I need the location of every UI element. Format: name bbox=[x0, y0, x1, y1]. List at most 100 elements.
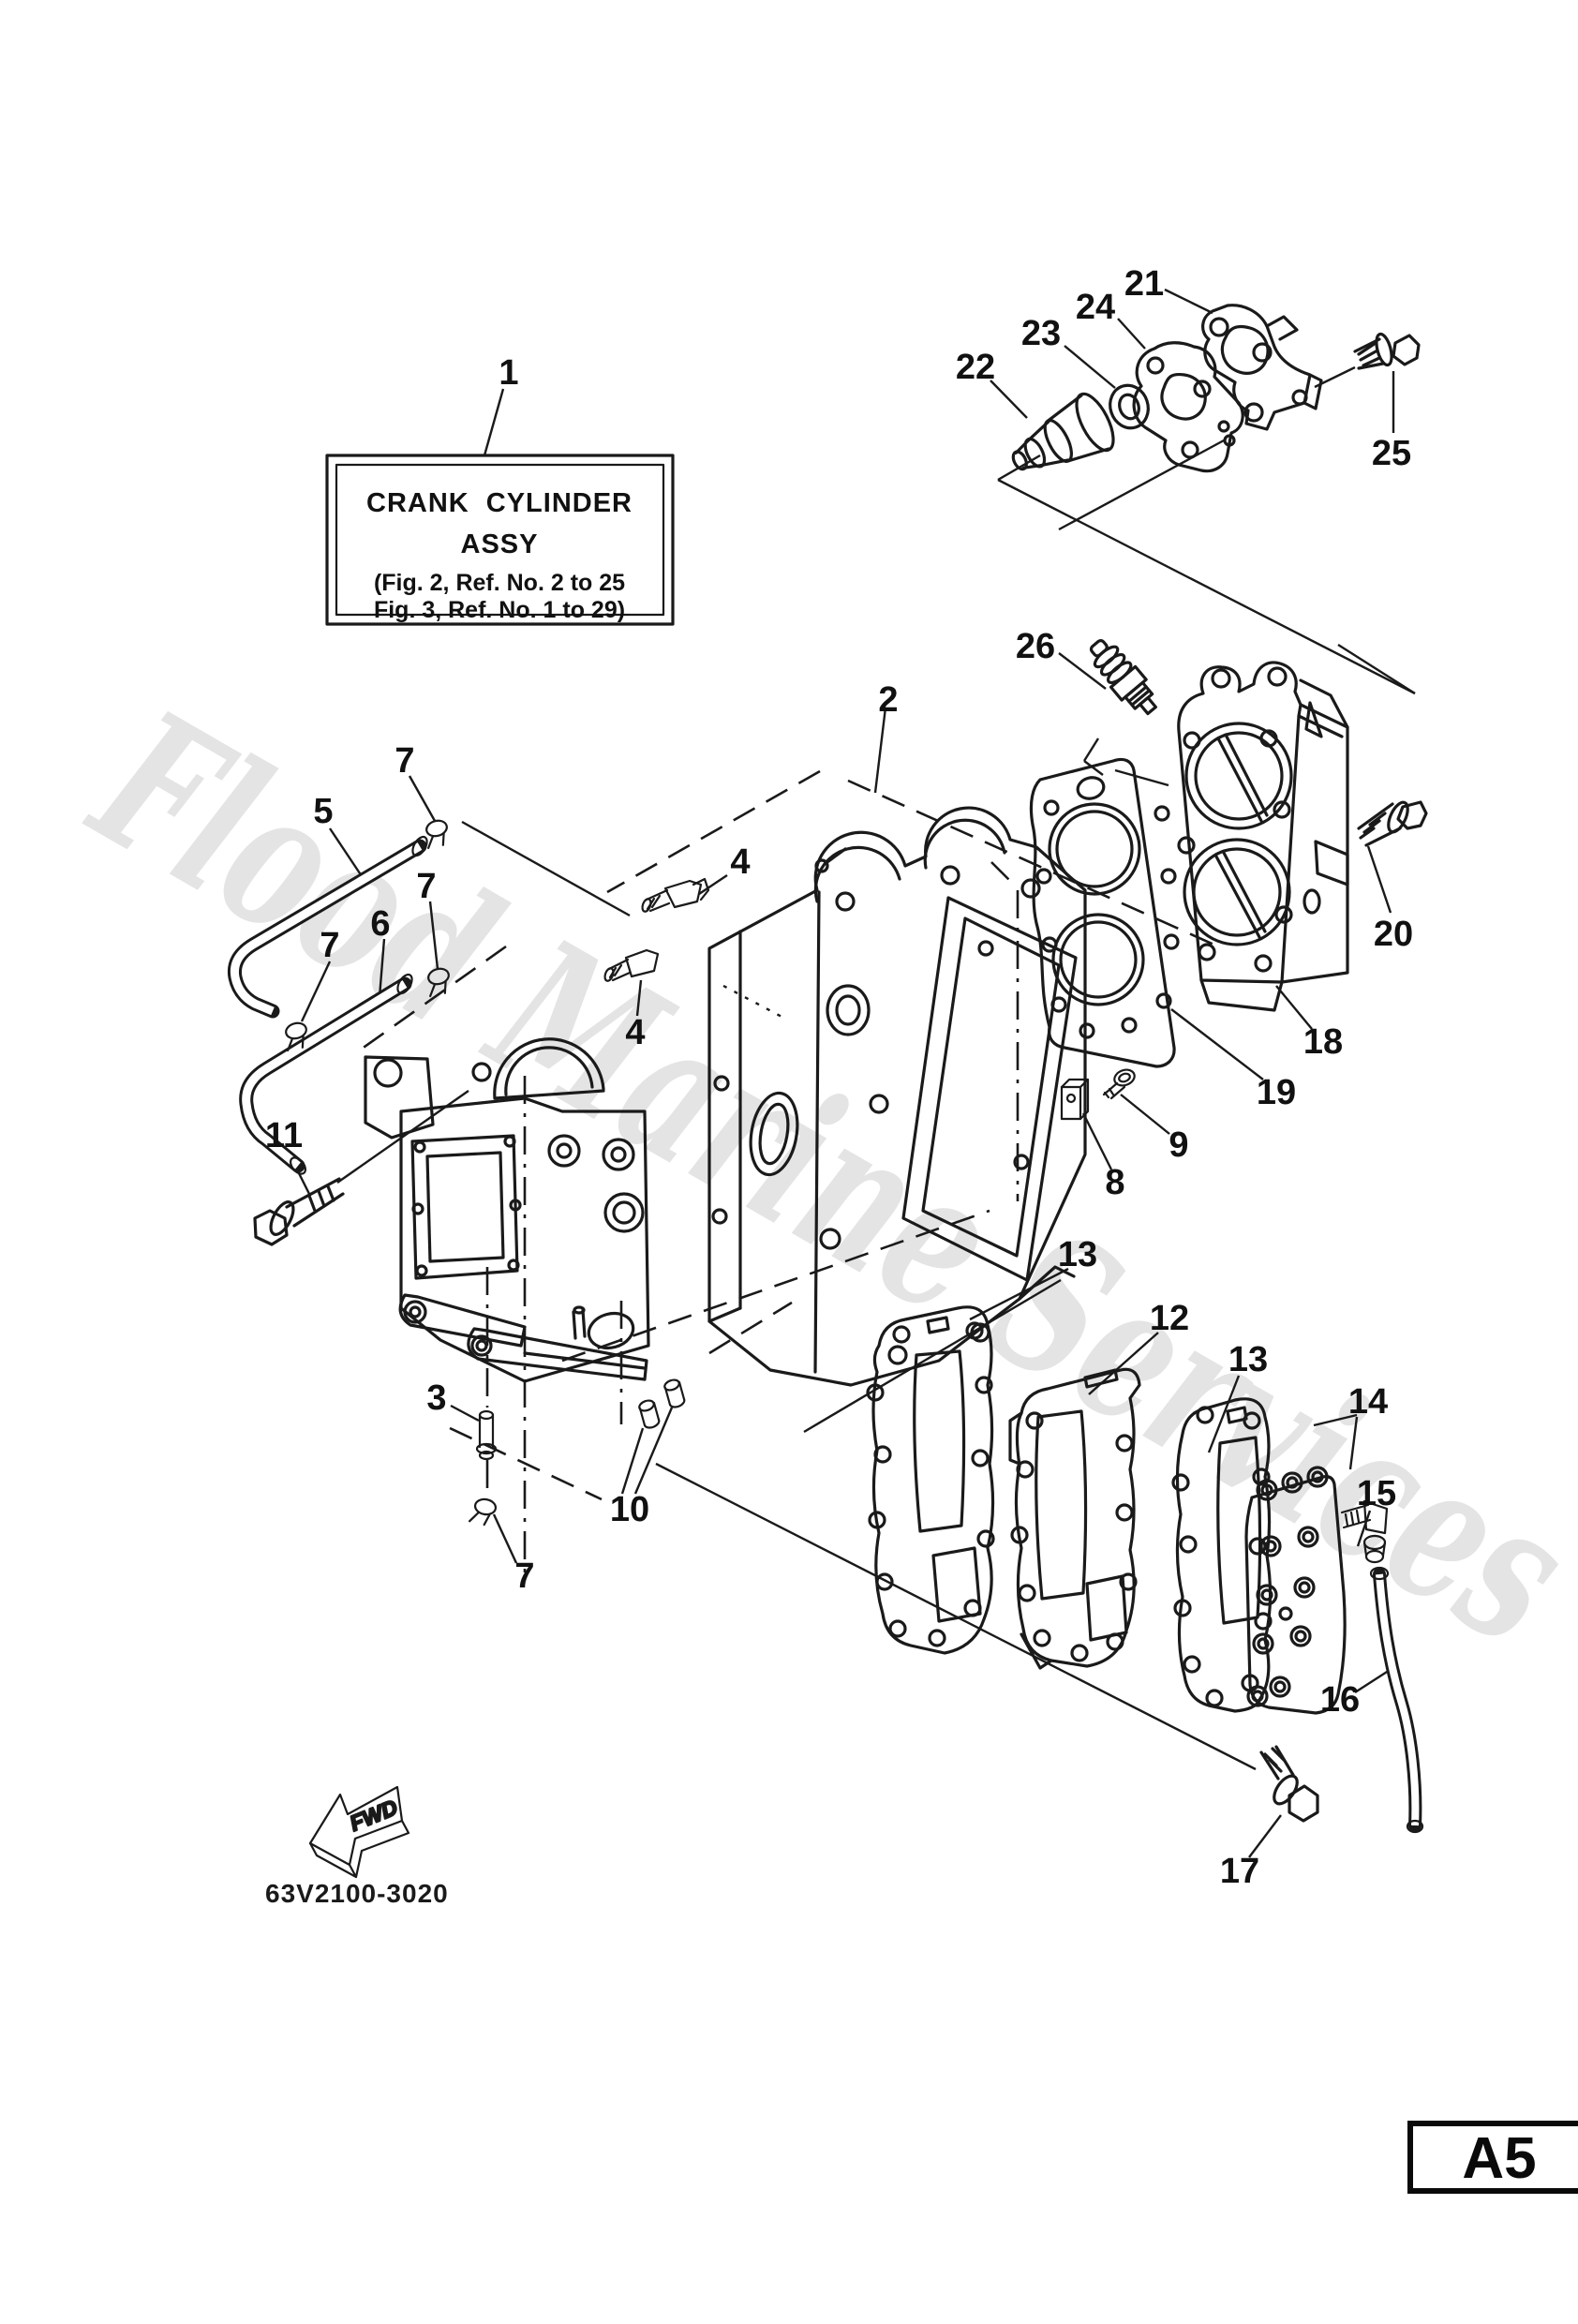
leader-line bbox=[336, 1090, 469, 1184]
phantom-lines bbox=[357, 769, 1219, 1574]
leader-line bbox=[492, 1513, 518, 1564]
phantom-line bbox=[606, 769, 821, 894]
thermostat-cover-21 bbox=[1201, 304, 1323, 431]
callout-4: 4 bbox=[625, 1013, 645, 1052]
head-gasket-19 bbox=[1029, 757, 1180, 1068]
leader-line bbox=[655, 1462, 1257, 1771]
fwd-arrow: FWD bbox=[308, 1785, 410, 1879]
title-line1: CRANK CYLINDER bbox=[366, 488, 633, 518]
bolt-20 bbox=[1357, 800, 1428, 847]
dowel-pin-3 bbox=[475, 1409, 498, 1461]
clip-7c bbox=[285, 1021, 307, 1052]
callout-3: 3 bbox=[426, 1378, 446, 1418]
leader-line bbox=[1356, 1510, 1372, 1547]
callout-2: 2 bbox=[878, 680, 898, 720]
leader-line bbox=[1164, 288, 1213, 315]
leader-line bbox=[698, 874, 728, 895]
leader-line bbox=[1117, 318, 1146, 350]
callout-11: 11 bbox=[265, 1116, 303, 1155]
callout-15: 15 bbox=[1357, 1474, 1396, 1513]
leader-line bbox=[1083, 760, 1104, 776]
leader-line bbox=[329, 827, 365, 880]
hose-5 bbox=[227, 835, 428, 1019]
leader-line bbox=[428, 901, 439, 970]
bolt-17 bbox=[1259, 1745, 1319, 1823]
leader-line bbox=[1170, 1008, 1264, 1080]
callout-13: 13 bbox=[1058, 1235, 1097, 1274]
callout-21: 21 bbox=[1124, 264, 1164, 304]
phantom-line bbox=[990, 861, 1019, 889]
screw-9 bbox=[1102, 1068, 1136, 1100]
hose-16 bbox=[1369, 1566, 1424, 1834]
exhaust-plate-12 bbox=[1008, 1367, 1141, 1670]
fitting-15 bbox=[1340, 1499, 1389, 1564]
callout-1: 1 bbox=[499, 353, 518, 393]
leader-lines bbox=[287, 288, 1416, 1858]
callout-20: 20 bbox=[1374, 915, 1413, 954]
clip-7d bbox=[468, 1497, 498, 1527]
figure-code: 63V2100-3020 bbox=[265, 1879, 449, 1908]
leader-line bbox=[1120, 1094, 1170, 1135]
callout-6: 6 bbox=[370, 904, 390, 944]
leader-line bbox=[461, 820, 631, 917]
hose-6 bbox=[239, 973, 413, 1175]
callout-numbers: 1234456777789101112131314151617181920212… bbox=[265, 264, 1413, 1891]
callout-26: 26 bbox=[1016, 627, 1055, 666]
page-tag: A5 bbox=[1407, 2121, 1578, 2194]
callout-16: 16 bbox=[1320, 1680, 1360, 1720]
seal-ring-23 bbox=[1109, 383, 1150, 430]
callout-23: 23 bbox=[1021, 314, 1061, 353]
callout-9: 9 bbox=[1169, 1125, 1188, 1165]
leader-line bbox=[997, 478, 1416, 695]
leader-line bbox=[1348, 1416, 1359, 1470]
exhaust-gasket-13b bbox=[1171, 1397, 1273, 1713]
callout-17: 17 bbox=[1220, 1852, 1259, 1891]
callout-4: 4 bbox=[730, 842, 750, 882]
title-line2: ASSY bbox=[461, 529, 539, 559]
leader-line bbox=[969, 1267, 1069, 1321]
page-tag-label: A5 bbox=[1462, 2126, 1536, 2191]
title-line3: (Fig. 2, Ref. No. 2 to 25 bbox=[374, 570, 625, 596]
callout-22: 22 bbox=[956, 348, 995, 387]
leader-line bbox=[635, 979, 643, 1017]
callout-13: 13 bbox=[1228, 1340, 1268, 1379]
title-box: CRANK CYLINDER ASSY (Fig. 2, Ref. No. 2 … bbox=[325, 454, 675, 626]
leader-line bbox=[1366, 845, 1392, 914]
leader-line bbox=[1114, 768, 1169, 787]
anode-8 bbox=[1060, 1078, 1090, 1121]
leader-line bbox=[1207, 1375, 1241, 1453]
callout-8: 8 bbox=[1105, 1163, 1124, 1202]
cylinder-head-18 bbox=[1177, 661, 1349, 1012]
leader-line bbox=[1058, 652, 1107, 690]
leader-line bbox=[408, 775, 437, 822]
spark-plug-26 bbox=[1089, 638, 1157, 716]
bolt-11 bbox=[253, 1177, 345, 1246]
callout-7: 7 bbox=[320, 926, 339, 965]
callout-7: 7 bbox=[416, 867, 436, 906]
leader-line bbox=[378, 938, 386, 998]
leader-line bbox=[483, 388, 505, 456]
callout-24: 24 bbox=[1076, 288, 1115, 327]
leader-line bbox=[1058, 439, 1225, 531]
leader-line bbox=[1082, 737, 1100, 762]
callout-18: 18 bbox=[1303, 1022, 1343, 1062]
phantom-line bbox=[449, 1426, 603, 1501]
callout-10: 10 bbox=[610, 1490, 649, 1529]
leader-line bbox=[633, 1407, 674, 1495]
phantom-line bbox=[561, 1209, 990, 1363]
clip-7a bbox=[425, 819, 448, 850]
leader-line bbox=[1313, 1413, 1358, 1427]
leader-line bbox=[1081, 1112, 1113, 1170]
title-line4: Fig. 3, Ref. No. 1 to 29) bbox=[374, 597, 625, 623]
callout-7: 7 bbox=[514, 1557, 534, 1596]
callout-19: 19 bbox=[1257, 1073, 1296, 1112]
callout-25: 25 bbox=[1372, 434, 1411, 473]
leader-line bbox=[450, 1404, 480, 1423]
thermostat-gasket-24 bbox=[1132, 341, 1244, 473]
crankcase-assembly bbox=[364, 1037, 650, 1383]
phantom-line bbox=[357, 945, 507, 1053]
phantom-line bbox=[708, 1301, 793, 1355]
leader-line bbox=[1064, 345, 1116, 389]
